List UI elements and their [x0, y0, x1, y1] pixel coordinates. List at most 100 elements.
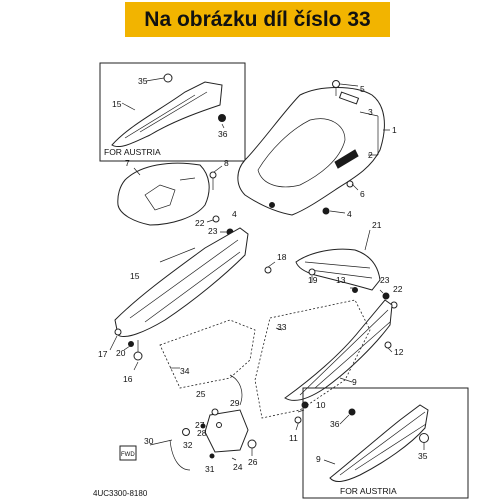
fwd-label: FWD [121, 452, 135, 458]
side-cover-15 [114, 227, 249, 337]
leaders-inset-top [121, 77, 225, 129]
callout: 18 [277, 252, 287, 262]
callout: 13 [336, 275, 346, 285]
callout: 12 [394, 347, 404, 357]
callout: 22 [393, 284, 403, 294]
seat-opening [257, 118, 346, 188]
callout: 6 [360, 189, 365, 199]
side-cover-inset-bottom-lines [339, 411, 427, 476]
nut-23-right [382, 292, 390, 300]
leaders-seat [329, 83, 390, 214]
leaders-tail [267, 229, 384, 294]
callout: 10 [316, 400, 326, 410]
callout: 11 [289, 433, 298, 443]
banner-text: Na obrázku díl číslo 33 [144, 7, 371, 31]
panel-34 [159, 319, 256, 389]
callout: 25 [196, 389, 206, 399]
inset-box-austria-bottom [302, 387, 469, 499]
cable-29 [229, 374, 243, 406]
seat-emblem [334, 149, 359, 169]
seat-cover-7-detail [144, 177, 196, 211]
screw-5 [332, 80, 340, 88]
seat-plate [338, 91, 360, 105]
callout: 27 [195, 420, 205, 430]
grommet-35-top [163, 73, 173, 83]
leaders-inset-bottom [323, 414, 425, 465]
inset-label-top: FOR AUSTRIA [104, 147, 161, 157]
callout: 21 [372, 220, 382, 230]
side-cover-9-lines [299, 309, 391, 396]
leader-33 [275, 327, 283, 331]
callout: 9 [352, 377, 357, 387]
seat [237, 87, 385, 216]
callout: 15 [112, 99, 122, 109]
clip-19 [308, 268, 316, 276]
callout: 3 [368, 107, 373, 117]
nut-36-top [218, 114, 226, 122]
callout: 32 [183, 440, 193, 450]
nut-4-right [322, 207, 330, 215]
screw-31 [209, 453, 215, 459]
callout: 26 [248, 457, 258, 467]
callout: 28 [197, 428, 207, 438]
callout: 20 [116, 348, 126, 358]
leaders-mid-fasteners [206, 219, 227, 233]
callout: 34 [180, 366, 190, 376]
callout: 9 [316, 454, 321, 464]
bolt-25 [211, 408, 219, 416]
callout: 4 [347, 209, 352, 219]
leaders-bottom [231, 409, 305, 461]
tail-fender-21 [295, 248, 381, 291]
tail-fender-21-lines [304, 261, 373, 279]
callout: 35 [138, 76, 148, 86]
callout: 33 [277, 322, 287, 332]
callout: 17 [98, 349, 108, 359]
callout: 22 [195, 218, 205, 228]
panel-33 [254, 299, 371, 419]
seat-cover-7 [117, 162, 210, 226]
nut-20 [128, 341, 134, 347]
clip-13 [352, 287, 358, 293]
nut-36-bottom [348, 408, 356, 416]
callout: 35 [418, 451, 428, 461]
screw-17 [114, 328, 122, 336]
leaders-cover-7 [133, 165, 223, 190]
callout: 23 [380, 275, 390, 285]
callout: 36 [330, 419, 340, 429]
grommet-26 [247, 439, 257, 449]
side-cover-inset [111, 81, 223, 148]
bolt-8 [209, 171, 217, 179]
bracket-24 [204, 409, 249, 453]
callout: 31 [205, 464, 215, 474]
diagram-code: 4UC3300-8180 [93, 489, 148, 498]
callout: 5 [360, 84, 365, 94]
bolt-11 [294, 416, 302, 424]
screw-12 [384, 341, 392, 349]
callout: 1 [392, 125, 397, 135]
inset-box-austria-top [99, 62, 246, 162]
nut-4-left [269, 202, 275, 208]
callout: 8 [224, 158, 229, 168]
leaders-side-9 [339, 347, 393, 383]
callout: 36 [218, 129, 228, 139]
callout: 4 [232, 209, 237, 219]
grommet-16 [133, 351, 143, 361]
side-cover-inset-lines [124, 91, 208, 139]
side-cover-9 [284, 299, 393, 401]
callout: 24 [233, 462, 243, 472]
clip-18 [264, 266, 272, 274]
cable-30 [149, 439, 191, 471]
bolt-6 [346, 180, 354, 188]
leaders-side-15 [109, 335, 139, 371]
callout: 29 [230, 398, 240, 408]
fwd-arrow-icon [119, 445, 137, 461]
callout: 19 [308, 275, 318, 285]
grommet-35-bottom [419, 433, 429, 443]
side-cover-15-lines [129, 239, 241, 323]
callout: 7 [125, 158, 130, 168]
inset-label-bottom: FOR AUSTRIA [340, 486, 397, 496]
title-banner: Na obrázku díl číslo 33 [125, 2, 390, 37]
callout: 2 [368, 150, 373, 160]
clamp-32 [182, 428, 190, 436]
